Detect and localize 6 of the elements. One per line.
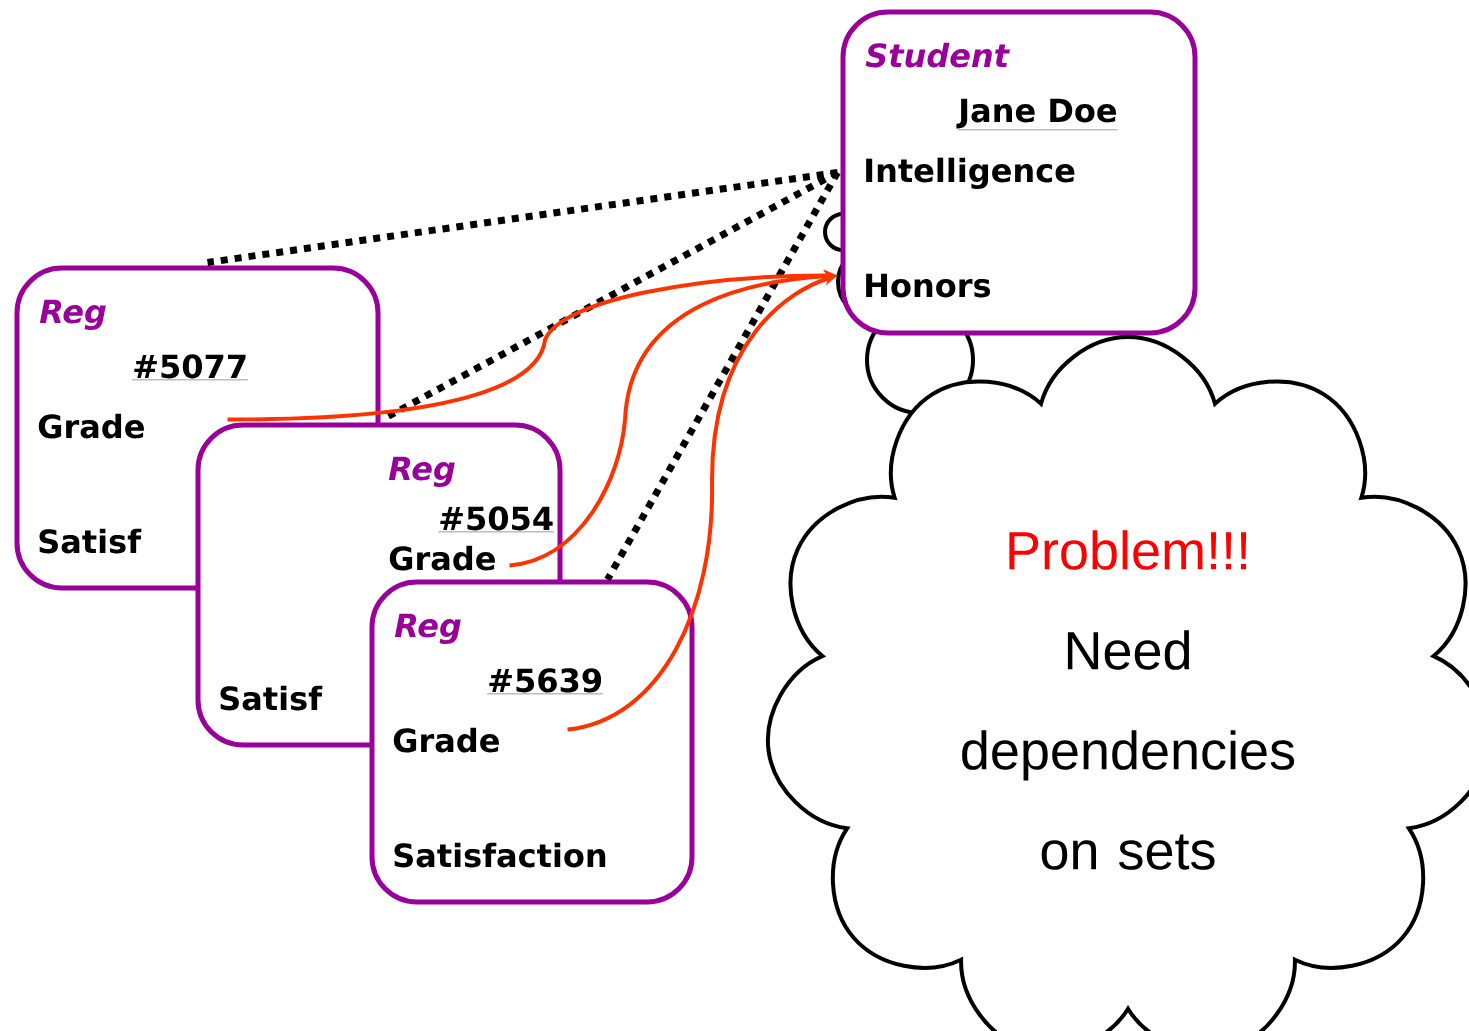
thought-cloud: Problem!!! Need dependencies on sets [765, 335, 1469, 1031]
node-label: Need dependencies on sets [962, 630, 1295, 870]
student-box: Student Jane Doe Intelligence Honors [840, 9, 1198, 336]
node-label: Problem!!! [1009, 530, 1247, 570]
dotted-line [604, 170, 841, 582]
record-box: Reg #5639 Grade Satisfaction [369, 579, 695, 905]
